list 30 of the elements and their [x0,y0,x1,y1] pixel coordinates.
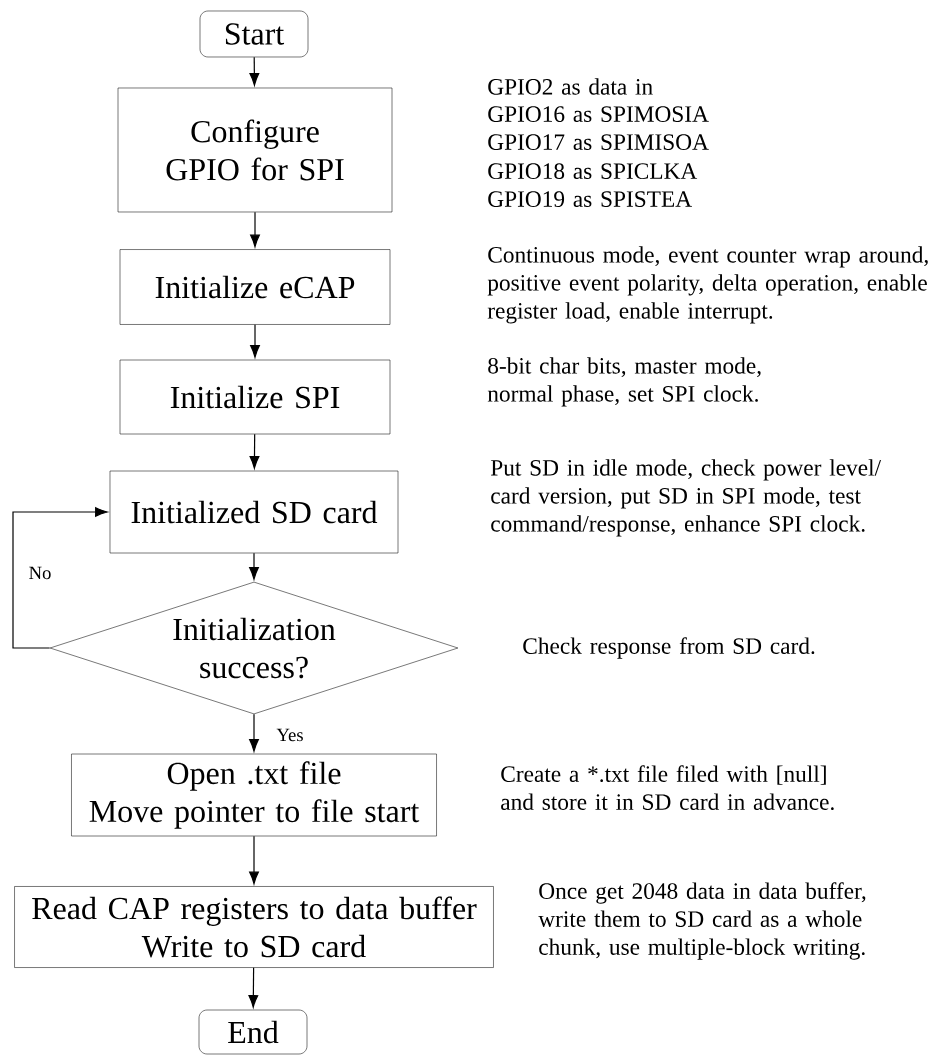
arrow [250,324,260,358]
process-box: Read CAP registers to data buffer Write to SD card [14,886,494,968]
note-text: GPIO17 as SPIMISOA [488,134,709,150]
arrow [12,507,108,649]
process-box: Initialize eCAP [119,249,391,325]
edge-label: Yes [275,727,305,743]
arrow [249,713,259,752]
note-text: GPIO2 as data in [488,78,653,95]
edge-label: No [27,565,53,581]
arrow [249,835,259,885]
note-text: Check response from SD card. [523,637,815,659]
process-box: Initialize SPI [119,359,391,435]
note-text: GPIO19 as SPISTEA [488,191,692,207]
process-box: Open .txt file Move pointer to file start [71,753,437,837]
terminal-box: Start [199,10,309,58]
note-text: Continuous mode, event counter wrap around, positive event polarity, delta operation, enable register load, enable interrupt. [487,246,928,324]
note-text: Once get 2048 data in data buffer, write them to SD card as a whole chunk, use multiple-block writing. [538,882,866,960]
note-text: Create a *.txt file filed with [null] and store it in SD card in advance. [501,765,834,811]
note-text: 8-bit char bits, master mode, normal phase, set SPI clock. [487,357,761,407]
note-text: Put SD in idle mode, check power level/ card version, put SD in SPI mode, test command/response, enhance SPI clock. [490,459,882,537]
process-box: Initialized SD card [109,470,399,554]
process-box: Configure GPIO for SPI [117,87,393,213]
arrow [248,967,259,1008]
arrow [249,552,259,580]
arrow [249,433,260,469]
note-text: GPIO18 as SPICLKA [488,163,698,179]
terminal-box: End [198,1009,308,1055]
note-text: GPIO16 as SPIMOSIA [488,106,709,122]
arrow [250,211,260,248]
arrow [249,56,260,86]
